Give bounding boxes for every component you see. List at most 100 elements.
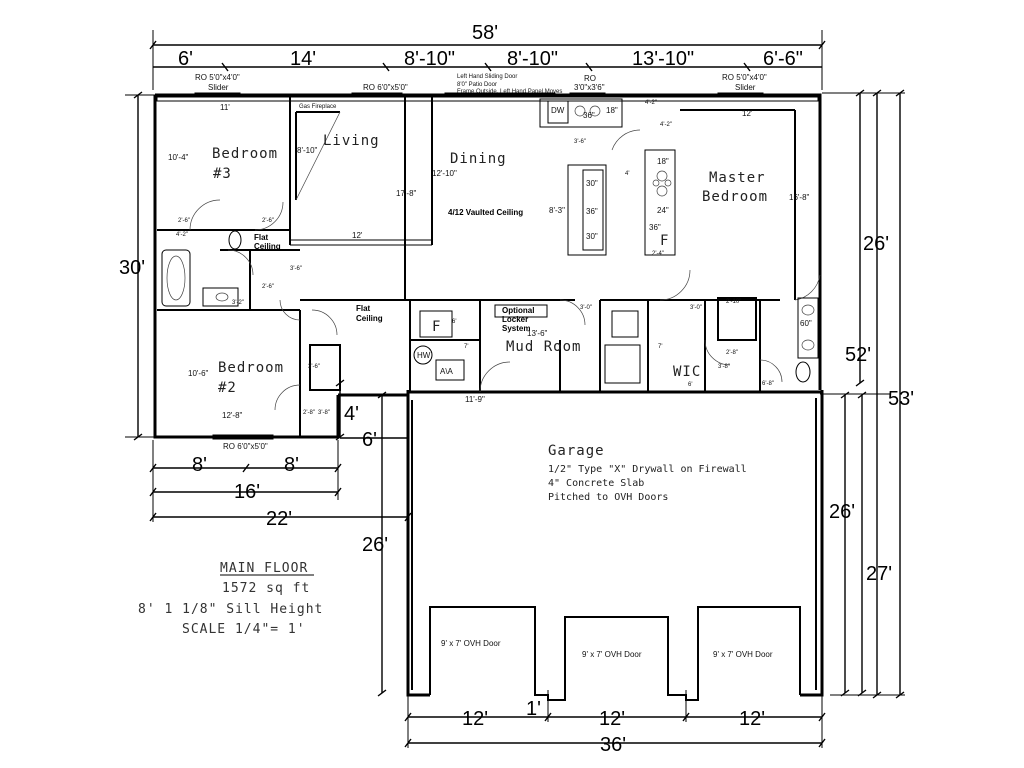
note-flat1-1: Flat: [254, 233, 269, 242]
dim-gb-3: 12': [599, 708, 625, 730]
dim-overall-top: 58': [472, 22, 498, 44]
room-bedroom2-1: Bedroom: [218, 360, 284, 376]
rd-b7: 3'-6": [308, 364, 320, 370]
rd-isl: 8'-3": [549, 206, 565, 215]
appliance-labels: DW 36" 18" 18" 30" 36" 30" 24" 36" F F H…: [417, 106, 812, 376]
note-vaulted: 4/12 Vaulted Ceiling: [448, 208, 523, 217]
dim-right-2: 52': [845, 344, 871, 366]
rd-b10: 2'-10": [726, 299, 741, 305]
garage-door-2: 9' x 7' OVH Door: [582, 650, 642, 659]
rd-b4: 2'-6": [262, 284, 274, 290]
appliance-dw: DW: [551, 106, 565, 115]
window-bed2: RO 6'0"x5'0": [223, 442, 268, 451]
rd-b9: 3'-8": [318, 410, 330, 416]
dim-right-5: 27': [866, 563, 892, 585]
window-kitchen-2: 3'0"x3'6": [574, 83, 605, 92]
small-dimensions: 4' 6' 26': [335, 379, 408, 697]
room-dimension-labels: 11' 10'-4" 8'-10" 17'-8" 12' 12'-10" 8'-…: [168, 100, 810, 420]
room-master-1: Master: [709, 170, 766, 186]
note-locker-1: Optional: [502, 306, 534, 315]
rd-b3w: 11': [220, 103, 230, 112]
rd-mudw: 11'-9": [465, 395, 485, 404]
dim-top-seg-3: 8'-10": [404, 48, 455, 70]
dim-small-6: 6': [362, 429, 377, 451]
garage-doors: 9' x 7' OVH Door 9' x 7' OVH Door 9' x 7…: [429, 606, 801, 701]
garage-door-1: 9' x 7' OVH Door: [441, 639, 501, 648]
rd-k3: 3'-6": [574, 139, 586, 145]
rd-b17: 7': [464, 344, 468, 350]
note-garage-3: Pitched to OVH Doors: [548, 492, 668, 503]
right-dimensions: 26' 52' 53' 26' 27': [820, 89, 914, 699]
notes: 4/12 Vaulted Ceiling Flat Ceiling Flat C…: [254, 104, 747, 503]
dim-small-26: 26': [362, 534, 388, 556]
note-flat2-1: Flat: [356, 304, 371, 313]
rd-b2: 2'-6": [262, 218, 274, 224]
rd-lv: 17'-8": [396, 189, 417, 198]
dim-gb-2: 1': [526, 698, 541, 720]
window-tl-2: Slider: [208, 83, 229, 92]
bottom-left-dimensions: 8' 8' 16' 22': [149, 440, 412, 530]
dim-left: 30': [119, 257, 145, 279]
interior-walls: [157, 97, 796, 437]
dim-top-seg-1: 6': [178, 48, 193, 70]
appliance-30a: 30": [586, 179, 598, 188]
appliance-18a: 18": [606, 106, 618, 115]
garage-door-3: 9' x 7' OVH Door: [713, 650, 773, 659]
rd-dh: 12'-10": [432, 169, 457, 178]
rd-b5: 3'-2": [232, 300, 244, 306]
note-flat1-2: Ceiling: [254, 242, 281, 251]
note-flat2-2: Ceiling: [356, 314, 383, 323]
room-mud: Mud Room: [506, 339, 581, 355]
room-living: Living: [323, 133, 380, 149]
dim-top-seg-5: 13'-10": [632, 48, 694, 70]
note-garage-2: 4" Concrete Slab: [548, 478, 644, 489]
appliance-hw: HW: [417, 351, 431, 360]
dim-top-seg-4: 8'-10": [507, 48, 558, 70]
appliance-36c: 36": [649, 223, 661, 232]
window-tr-1: RO 5'0"x4'0": [722, 73, 767, 82]
window-kitchen-1: RO: [584, 74, 596, 83]
appliance-36b: 36": [586, 207, 598, 216]
rd-lh: 8'-10": [297, 146, 318, 155]
dim-bl-2: 8': [284, 454, 299, 476]
rd-b3h: 10'-4": [168, 153, 189, 162]
appliance-60: 60": [800, 319, 812, 328]
window-tl-1: RO 5'0"x4'0": [195, 73, 240, 82]
dim-right-3: 53': [888, 388, 914, 410]
appliance-24: 24": [657, 206, 669, 215]
rd-b16: 6': [452, 319, 456, 325]
dim-top-seg-6: 6'-6": [763, 48, 803, 70]
rd-b15: 3'-0": [690, 305, 702, 311]
room-bedroom2-2: #2: [218, 380, 237, 396]
rd-mudl: 13'-6": [527, 329, 548, 338]
dim-bl-3: 16': [234, 481, 260, 503]
rd-k1: 4'-2": [645, 100, 657, 106]
room-bedroom3-1: Bedroom: [212, 146, 278, 162]
room-dining: Dining: [450, 151, 507, 167]
rd-lw: 12': [352, 231, 363, 240]
dim-gb-1: 12': [462, 708, 488, 730]
rd-b18: 7': [658, 344, 662, 350]
title-main-floor: MAIN FLOOR: [220, 561, 308, 576]
dim-bl-1: 8': [192, 454, 207, 476]
dim-right-4: 26': [829, 501, 855, 523]
rd-b2w: 12'-8": [222, 411, 243, 420]
room-wic: WIC: [673, 364, 701, 380]
rd-mw: 12': [742, 109, 753, 118]
rd-b14: 3'-0": [580, 305, 592, 311]
dim-gb-5: 36': [600, 734, 626, 756]
appliance-f1: F: [660, 233, 669, 249]
note-fireplace: Gas Fireplace: [299, 104, 337, 110]
dim-bl-4: 22': [266, 508, 292, 530]
window-dining-1: Left Hand Sliding Door: [457, 74, 517, 80]
top-dimensions: 58' 6' 14' 8'-10" 8'-10" 13'-10" 6'-6": [149, 22, 826, 90]
rd-b3: 4'-2": [176, 232, 188, 238]
windows: RO 5'0"x4'0" Slider RO 6'0"x5'0" Left Ha…: [194, 73, 767, 451]
room-master-2: Bedroom: [702, 189, 768, 205]
rd-b8: 2'-8": [303, 410, 315, 416]
rd-b6: 3'-6": [290, 266, 302, 272]
appliance-f2: F: [432, 319, 441, 335]
window-dining-3: Frame Outside, Left Hand Panel Moves: [457, 89, 562, 95]
rd-b11: 2'-8": [726, 350, 738, 356]
left-dimensions: 30': [119, 91, 155, 441]
